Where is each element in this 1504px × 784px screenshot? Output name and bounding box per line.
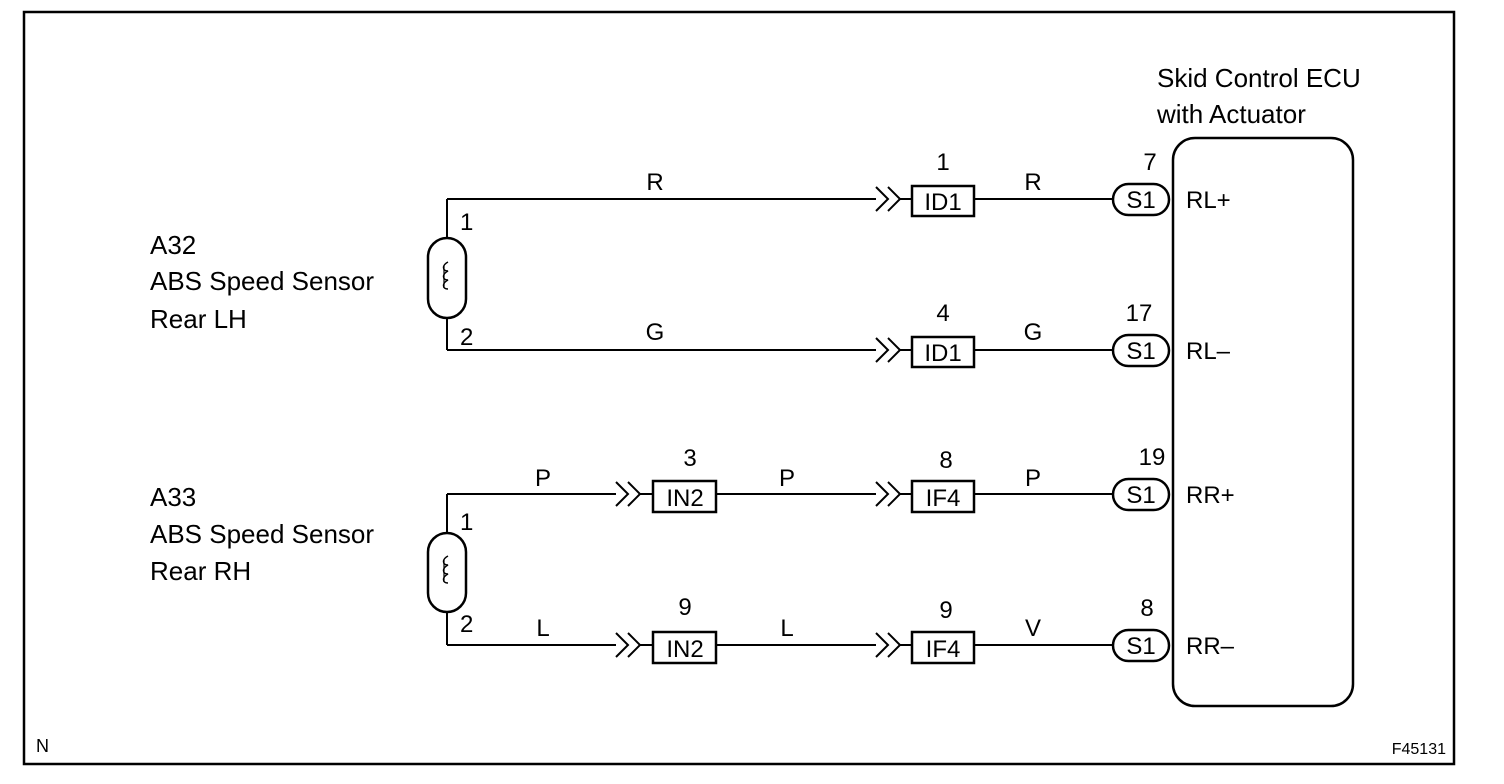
connector-id1-top-pin: 1 [936,149,949,176]
sensor-a32-code: A32 [150,230,196,260]
ecu-terminal-label: RL– [1186,338,1231,365]
sensor-a33-symbol [426,494,468,645]
sensor-a32-pin-top: 1 [460,209,473,236]
connector-id1-top [910,184,976,218]
ecu-name-line1: Skid Control ECU [1157,63,1361,93]
ecu-pin-connector: S1 [1126,338,1155,365]
ecu-pin-number: 17 [1126,300,1153,327]
connector-arrow-icon [875,481,902,507]
ecu-pin-rl-plus: S1 7 RL+ [1111,149,1231,217]
ecu-pin-rr-minus: S1 8 RR– [1111,595,1235,663]
connector-arrow-icon [875,186,902,212]
figure-id: F45131 [1392,741,1446,758]
connector-if4-top-label: IF4 [926,485,961,512]
sensor-a32-symbol [426,199,468,350]
connector-if4-top-pin: 8 [939,447,952,474]
wire-color-label: P [535,465,551,492]
ecu-name-line2: with Actuator [1156,99,1306,129]
ecu-pin-number: 19 [1139,444,1166,471]
corner-label: N [36,736,49,756]
wire-color-label: P [779,465,795,492]
connector-arrow-icon [615,481,642,507]
connector-id1-bottom [910,335,976,369]
ecu-terminal-label: RL+ [1186,187,1231,214]
connector-id1-bottom-label: ID1 [924,340,961,367]
wire-color-label: G [646,319,665,346]
connector-in2-bottom-pin: 9 [678,594,691,621]
ecu-pin-connector: S1 [1126,187,1155,214]
connector-arrow-icon [875,632,902,658]
ecu-terminal-label: RR+ [1186,482,1235,509]
connector-arrow-icon [615,632,642,658]
ecu-pin-rl-minus: S1 17 RL– [1111,300,1231,368]
connector-if4-bottom-pin: 9 [939,597,952,624]
connector-id1-top-label: ID1 [924,189,961,216]
ecu-terminal-label: RR– [1186,633,1235,660]
wire-color-label: G [1024,319,1043,346]
wire-color-label: L [536,615,549,642]
connector-if4-top [910,479,976,514]
connector-in2-top [651,479,718,514]
ecu-pin-rr-plus: S1 19 RR+ [1111,444,1235,512]
sensor-a32-side: Rear LH [150,304,247,334]
connector-in2-bottom [651,630,718,665]
connector-id1-bottom-pin: 4 [936,300,949,327]
wire-color-label: V [1025,615,1041,642]
sensor-a33-name: ABS Speed Sensor [150,519,374,549]
connector-in2-top-pin: 3 [683,445,696,472]
sensor-a32-name: ABS Speed Sensor [150,266,374,296]
connector-if4-bottom-label: IF4 [926,636,961,663]
sensor-a33-side: Rear RH [150,556,251,586]
sensor-a32-pin-bottom: 2 [460,324,473,351]
wire-color-label: L [780,615,793,642]
connector-in2-top-label: IN2 [666,485,703,512]
wire-color-label: P [1025,465,1041,492]
ecu-pin-number: 8 [1140,595,1153,622]
connector-if4-bottom [910,630,976,665]
ecu-pin-connector: S1 [1126,633,1155,660]
sensor-a33-pin-bottom: 2 [460,611,473,638]
diagram-frame [22,10,1456,766]
ecu-pin-number: 7 [1143,149,1156,176]
ecu-block [1171,136,1355,708]
wire-color-label: R [1024,169,1041,196]
wire-color-label: R [646,169,663,196]
sensor-a33-code: A33 [150,482,196,512]
ecu-pin-connector: S1 [1126,482,1155,509]
connector-in2-bottom-label: IN2 [666,636,703,663]
connector-arrow-icon [875,337,902,363]
sensor-a33-pin-top: 1 [460,509,473,536]
